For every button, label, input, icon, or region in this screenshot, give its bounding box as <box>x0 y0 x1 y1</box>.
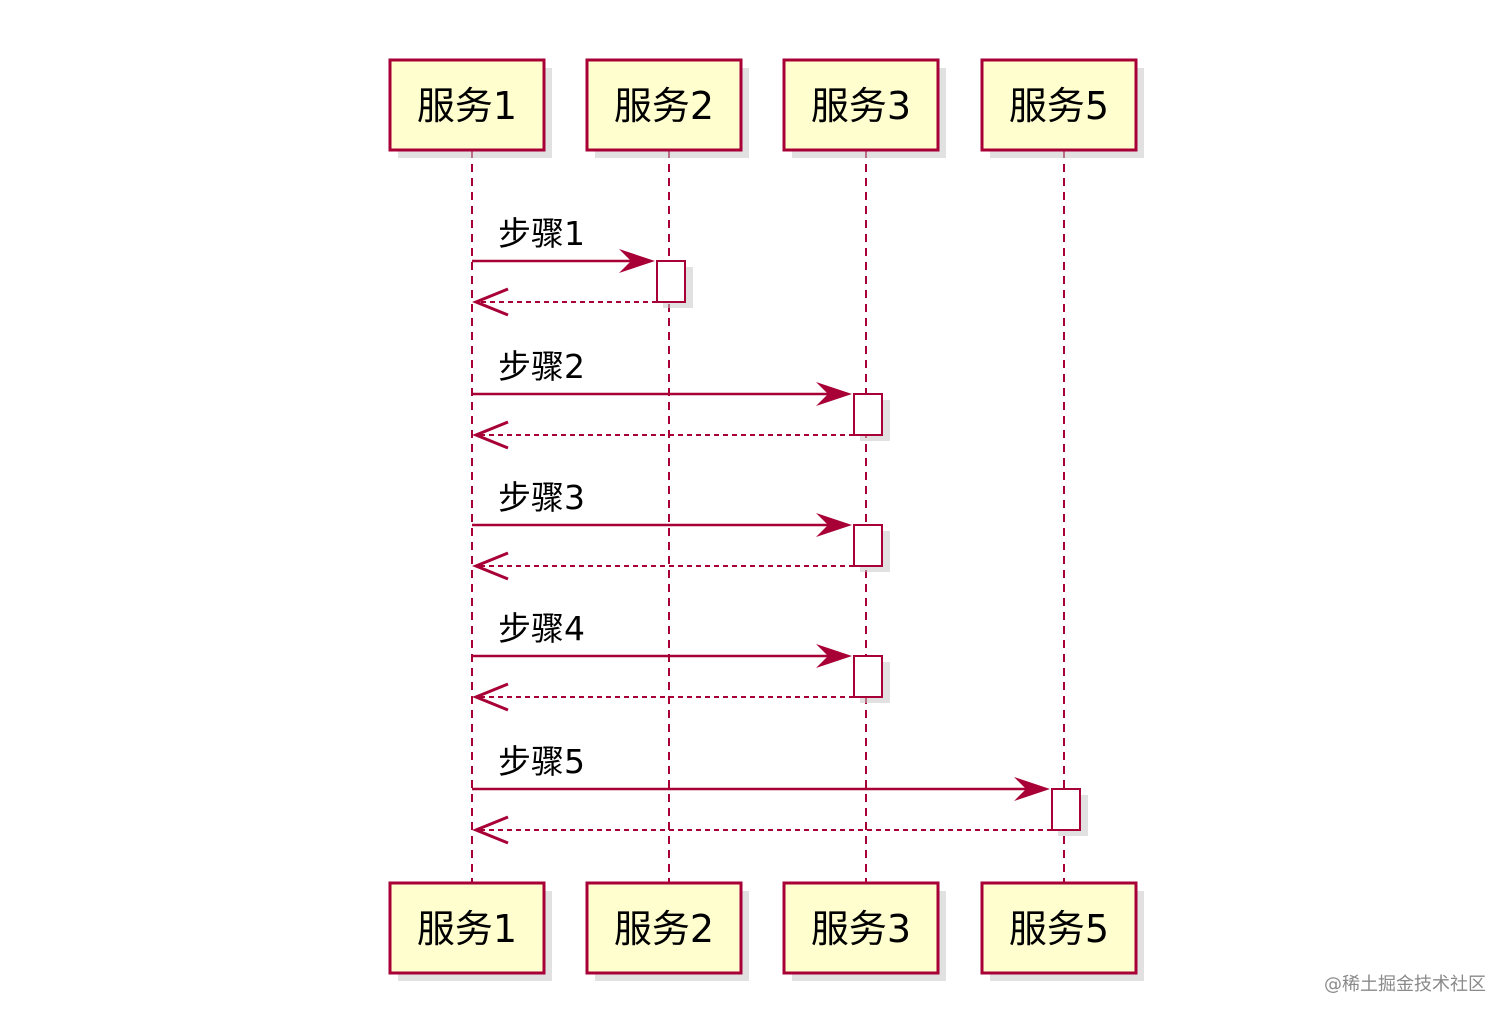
participant-label: 服务1 <box>417 84 517 128</box>
arrowhead <box>816 382 852 406</box>
participant-box <box>585 58 743 152</box>
participant-bottom: 服务5 <box>980 881 1144 981</box>
message-label: 步骤3 <box>498 478 585 517</box>
message-2: 步骤2 <box>472 347 890 450</box>
participant-bottom: 服务3 <box>782 881 946 981</box>
message-label: 步骤4 <box>498 609 585 648</box>
message-label: 步骤5 <box>498 742 585 781</box>
message-5: 步骤5 <box>472 742 1088 845</box>
participant-top: 服务3 <box>782 58 946 158</box>
participant-top: 服务5 <box>980 58 1144 158</box>
activation-bar <box>853 655 883 698</box>
return-arrowhead <box>472 287 509 317</box>
return-arrowhead <box>472 682 509 712</box>
activation-bar <box>853 393 883 436</box>
watermark: @稀土掘金技术社区 <box>1324 974 1486 995</box>
message-4: 步骤4 <box>472 609 890 712</box>
return-arrowhead <box>472 551 509 581</box>
participant-box <box>585 881 743 975</box>
message-1: 步骤1 <box>472 214 693 317</box>
participant-label: 服务2 <box>614 907 714 951</box>
arrowhead <box>816 513 852 537</box>
participant-bottom: 服务2 <box>585 881 749 981</box>
arrowhead <box>1014 777 1050 801</box>
participant-label: 服务3 <box>811 84 911 128</box>
message-label: 步骤2 <box>498 347 585 386</box>
arrowhead <box>816 644 852 668</box>
return-arrowhead <box>472 815 509 845</box>
return-arrowhead <box>472 420 509 450</box>
participant-box <box>980 58 1138 152</box>
participant-box <box>782 58 940 152</box>
participant-box <box>388 881 546 975</box>
activation-bar <box>656 260 686 303</box>
participant-label: 服务5 <box>1009 84 1109 128</box>
participant-box <box>980 881 1138 975</box>
message-3: 步骤3 <box>472 478 890 581</box>
participant-top: 服务1 <box>388 58 552 158</box>
participant-top: 服务2 <box>585 58 749 158</box>
participant-bottom: 服务1 <box>388 881 552 981</box>
activation-bar <box>1051 788 1081 831</box>
activation-bar <box>853 524 883 567</box>
participant-label: 服务2 <box>614 84 714 128</box>
arrowhead <box>619 249 655 273</box>
participant-label: 服务5 <box>1009 907 1109 951</box>
message-label: 步骤1 <box>498 214 585 253</box>
participant-box <box>782 881 940 975</box>
participant-label: 服务3 <box>811 907 911 951</box>
participant-label: 服务1 <box>417 907 517 951</box>
participant-box <box>388 58 546 152</box>
